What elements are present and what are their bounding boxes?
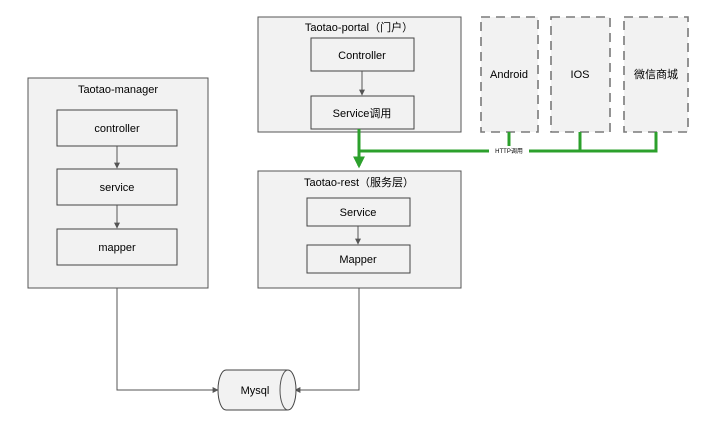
http-label-bg [489, 146, 529, 155]
rest-title: Taotao-rest（服务层） [304, 176, 414, 189]
rest-service-box [306, 197, 411, 227]
mysql-database: Mysql [217, 369, 297, 411]
client-android-label: Android [490, 69, 528, 81]
manager-service-label: service [100, 182, 135, 194]
client-android-box [480, 16, 539, 133]
http-call-label: HTTP调用 [495, 147, 523, 155]
http-line-wechat [580, 132, 658, 153]
manager-mapper-label: mapper [98, 242, 136, 254]
client-apps: Android IOS 微信商城 [480, 16, 689, 133]
manager-module: Taotao-manager controller service mapper [27, 77, 209, 289]
portal-controller-label: Controller [338, 50, 386, 62]
manager-controller-label: controller [94, 123, 140, 135]
manager-controller-box [56, 109, 178, 147]
http-line-android [359, 132, 511, 153]
portal-controller-box [310, 37, 415, 72]
rest-module: Taotao-rest（服务层） Service Mapper [257, 170, 462, 289]
manager-title: Taotao-manager [78, 84, 158, 96]
portal-title: Taotao-portal（门户） [305, 20, 413, 34]
manager-service-box [56, 168, 178, 206]
portal-service-box [310, 95, 415, 130]
manager-to-mysql-connector [116, 288, 219, 393]
mysql-label: Mysql [241, 385, 270, 397]
rest-mapper-label: Mapper [339, 254, 377, 266]
portal-service-label: Service调用 [333, 107, 392, 120]
client-wechat-mall-label: 微信商城 [634, 67, 678, 81]
manager-mapper-box [56, 228, 178, 266]
rest-mapper-box [306, 244, 411, 274]
client-ios-label: IOS [571, 69, 590, 81]
rest-to-mysql-connector [294, 288, 360, 393]
rest-service-label: Service [340, 207, 377, 219]
client-ios-box [550, 16, 611, 133]
portal-module: Taotao-portal（门户） Controller Service调用 [257, 16, 462, 133]
http-connections: HTTP调用 [353, 129, 658, 169]
mysql-cylinder-cap [279, 369, 289, 411]
